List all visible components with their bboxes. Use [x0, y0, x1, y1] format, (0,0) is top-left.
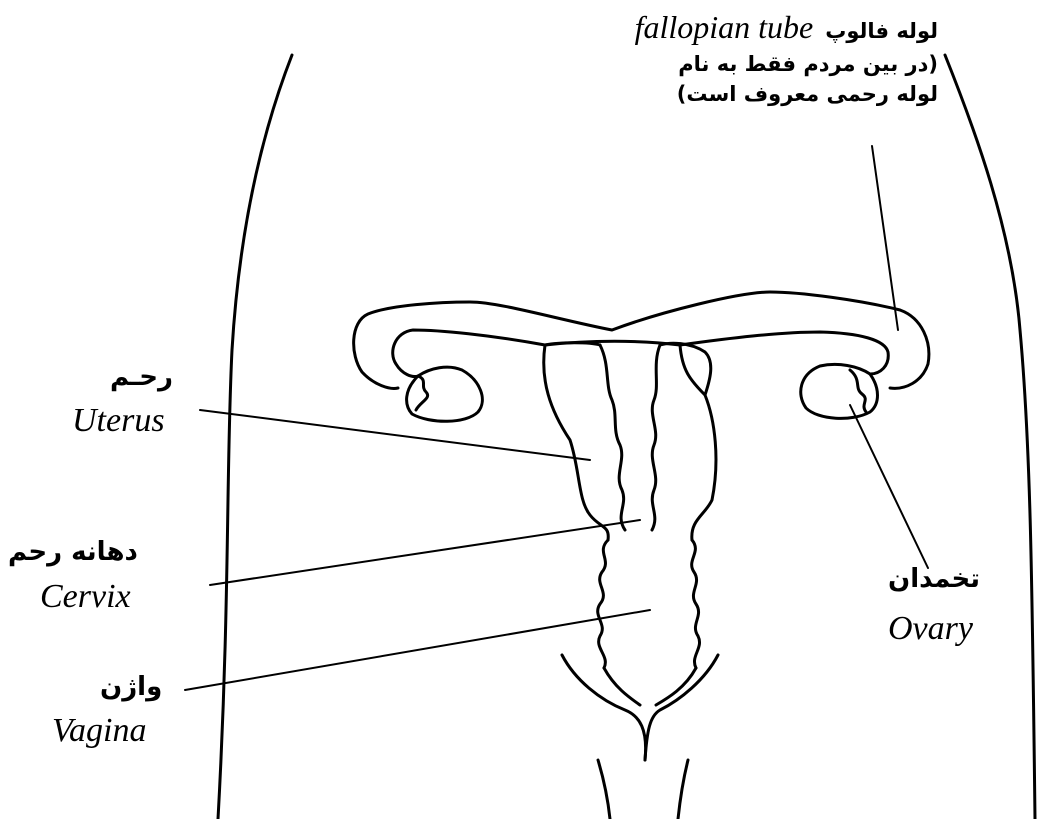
ovary-right-fimbria [850, 370, 866, 412]
body-outline-right [945, 55, 1035, 819]
lower-left-line [598, 760, 610, 819]
ovary-label-fa: تخمدان [888, 564, 980, 594]
fallopian-note-line2: لوله رحمی معروف است) [635, 79, 938, 109]
leader-cervix [210, 520, 640, 585]
ovary-left-fimbria [416, 376, 428, 410]
fallopian-tube-fa: لوله فالوپ [825, 19, 938, 43]
vagina-label-en: Vagina [52, 712, 146, 750]
vagina-wall-right [692, 540, 700, 668]
vagina-wall-left [598, 540, 608, 668]
vulva-right [645, 655, 718, 760]
fallopian-tube-label: fallopian tube لوله فالوپ (در بین مردم ف… [635, 12, 938, 109]
leader-fallopian [872, 146, 898, 330]
uterus-wall-left [544, 345, 609, 540]
cervix-label-en: Cervix [40, 578, 131, 616]
uterus-label-en: Uterus [72, 402, 165, 440]
body-outline-left [218, 55, 292, 819]
uterus-label-fa: رحـم [110, 362, 173, 392]
fallopian-tube-title: fallopian tube لوله فالوپ [635, 12, 938, 49]
fallopian-tube-en: fallopian tube [635, 9, 814, 45]
vulva-left [562, 655, 646, 760]
uterus-cavity-left [600, 345, 625, 530]
leader-uterus [200, 410, 590, 460]
vulva-inner [604, 668, 696, 705]
leader-ovary [850, 405, 928, 568]
ovary-label-en: Ovary [888, 610, 973, 648]
cervix-label-fa: دهانه رحم [8, 537, 138, 567]
uterus-cavity-right [652, 345, 660, 530]
fallopian-note-line1: (در بین مردم فقط به نام [635, 49, 938, 79]
vagina-label-fa: واژن [100, 672, 162, 702]
lower-right-line [678, 760, 688, 819]
